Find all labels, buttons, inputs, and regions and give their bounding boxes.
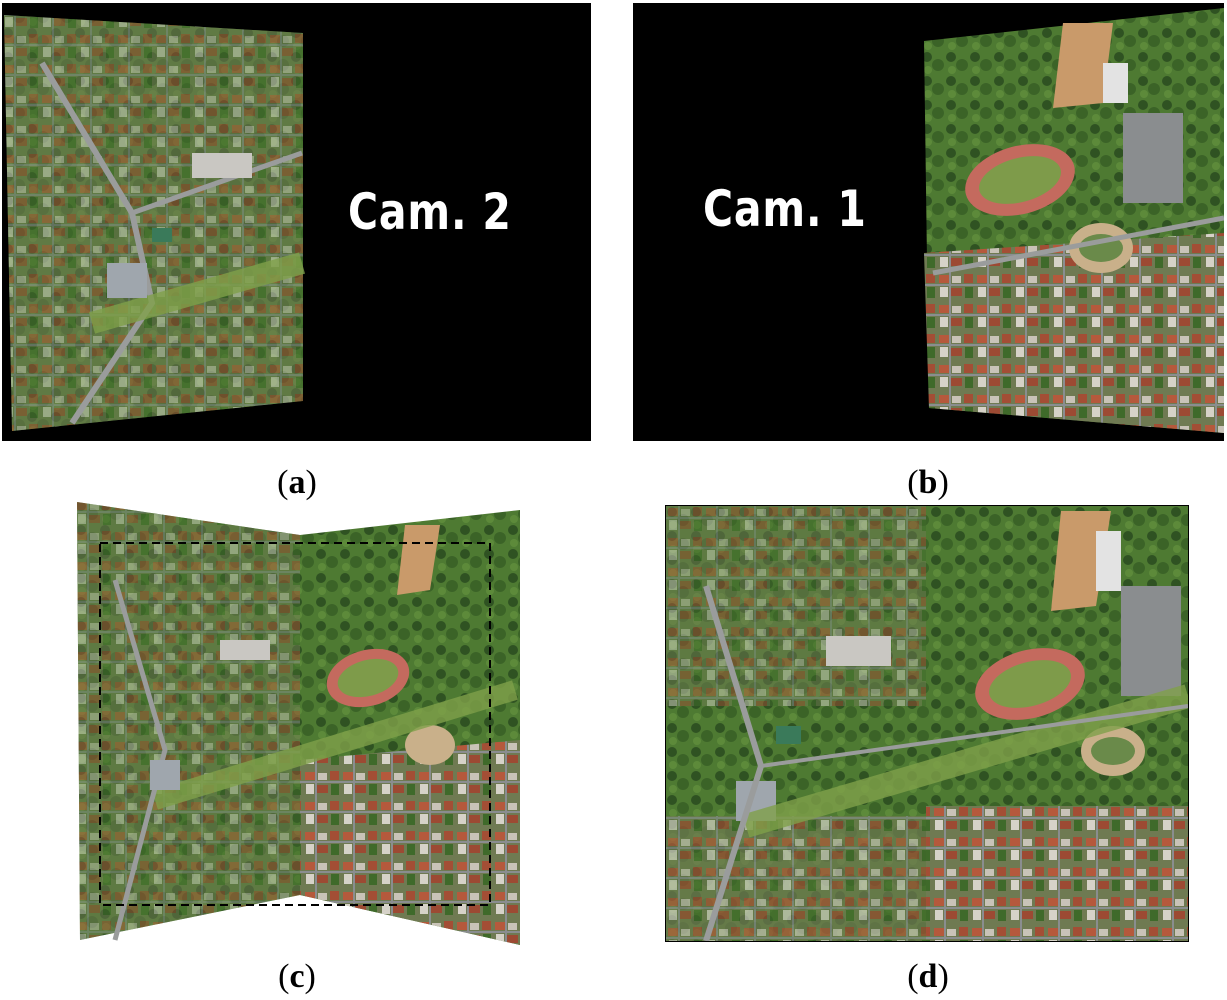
caption-a: (a): [277, 464, 317, 501]
panel-a-frame: Cam. 2: [2, 3, 591, 441]
panel-c-mosaic: [75, 500, 523, 945]
panel-d-cropped-image: [666, 506, 1188, 941]
panel-a-aerial-image: [4, 15, 306, 431]
panel-b-aerial-image: [924, 8, 1224, 433]
caption-d: (d): [907, 958, 949, 995]
panel-c-mosaic-image: [77, 502, 520, 945]
panel-d-cropped: [665, 505, 1189, 942]
panel-b-frame: Cam. 1: [633, 3, 1224, 441]
caption-c: (c): [278, 958, 316, 995]
camera-label: Cam. 1: [703, 180, 867, 238]
camera-label: Cam. 2: [348, 183, 512, 241]
caption-b: (b): [907, 464, 949, 501]
